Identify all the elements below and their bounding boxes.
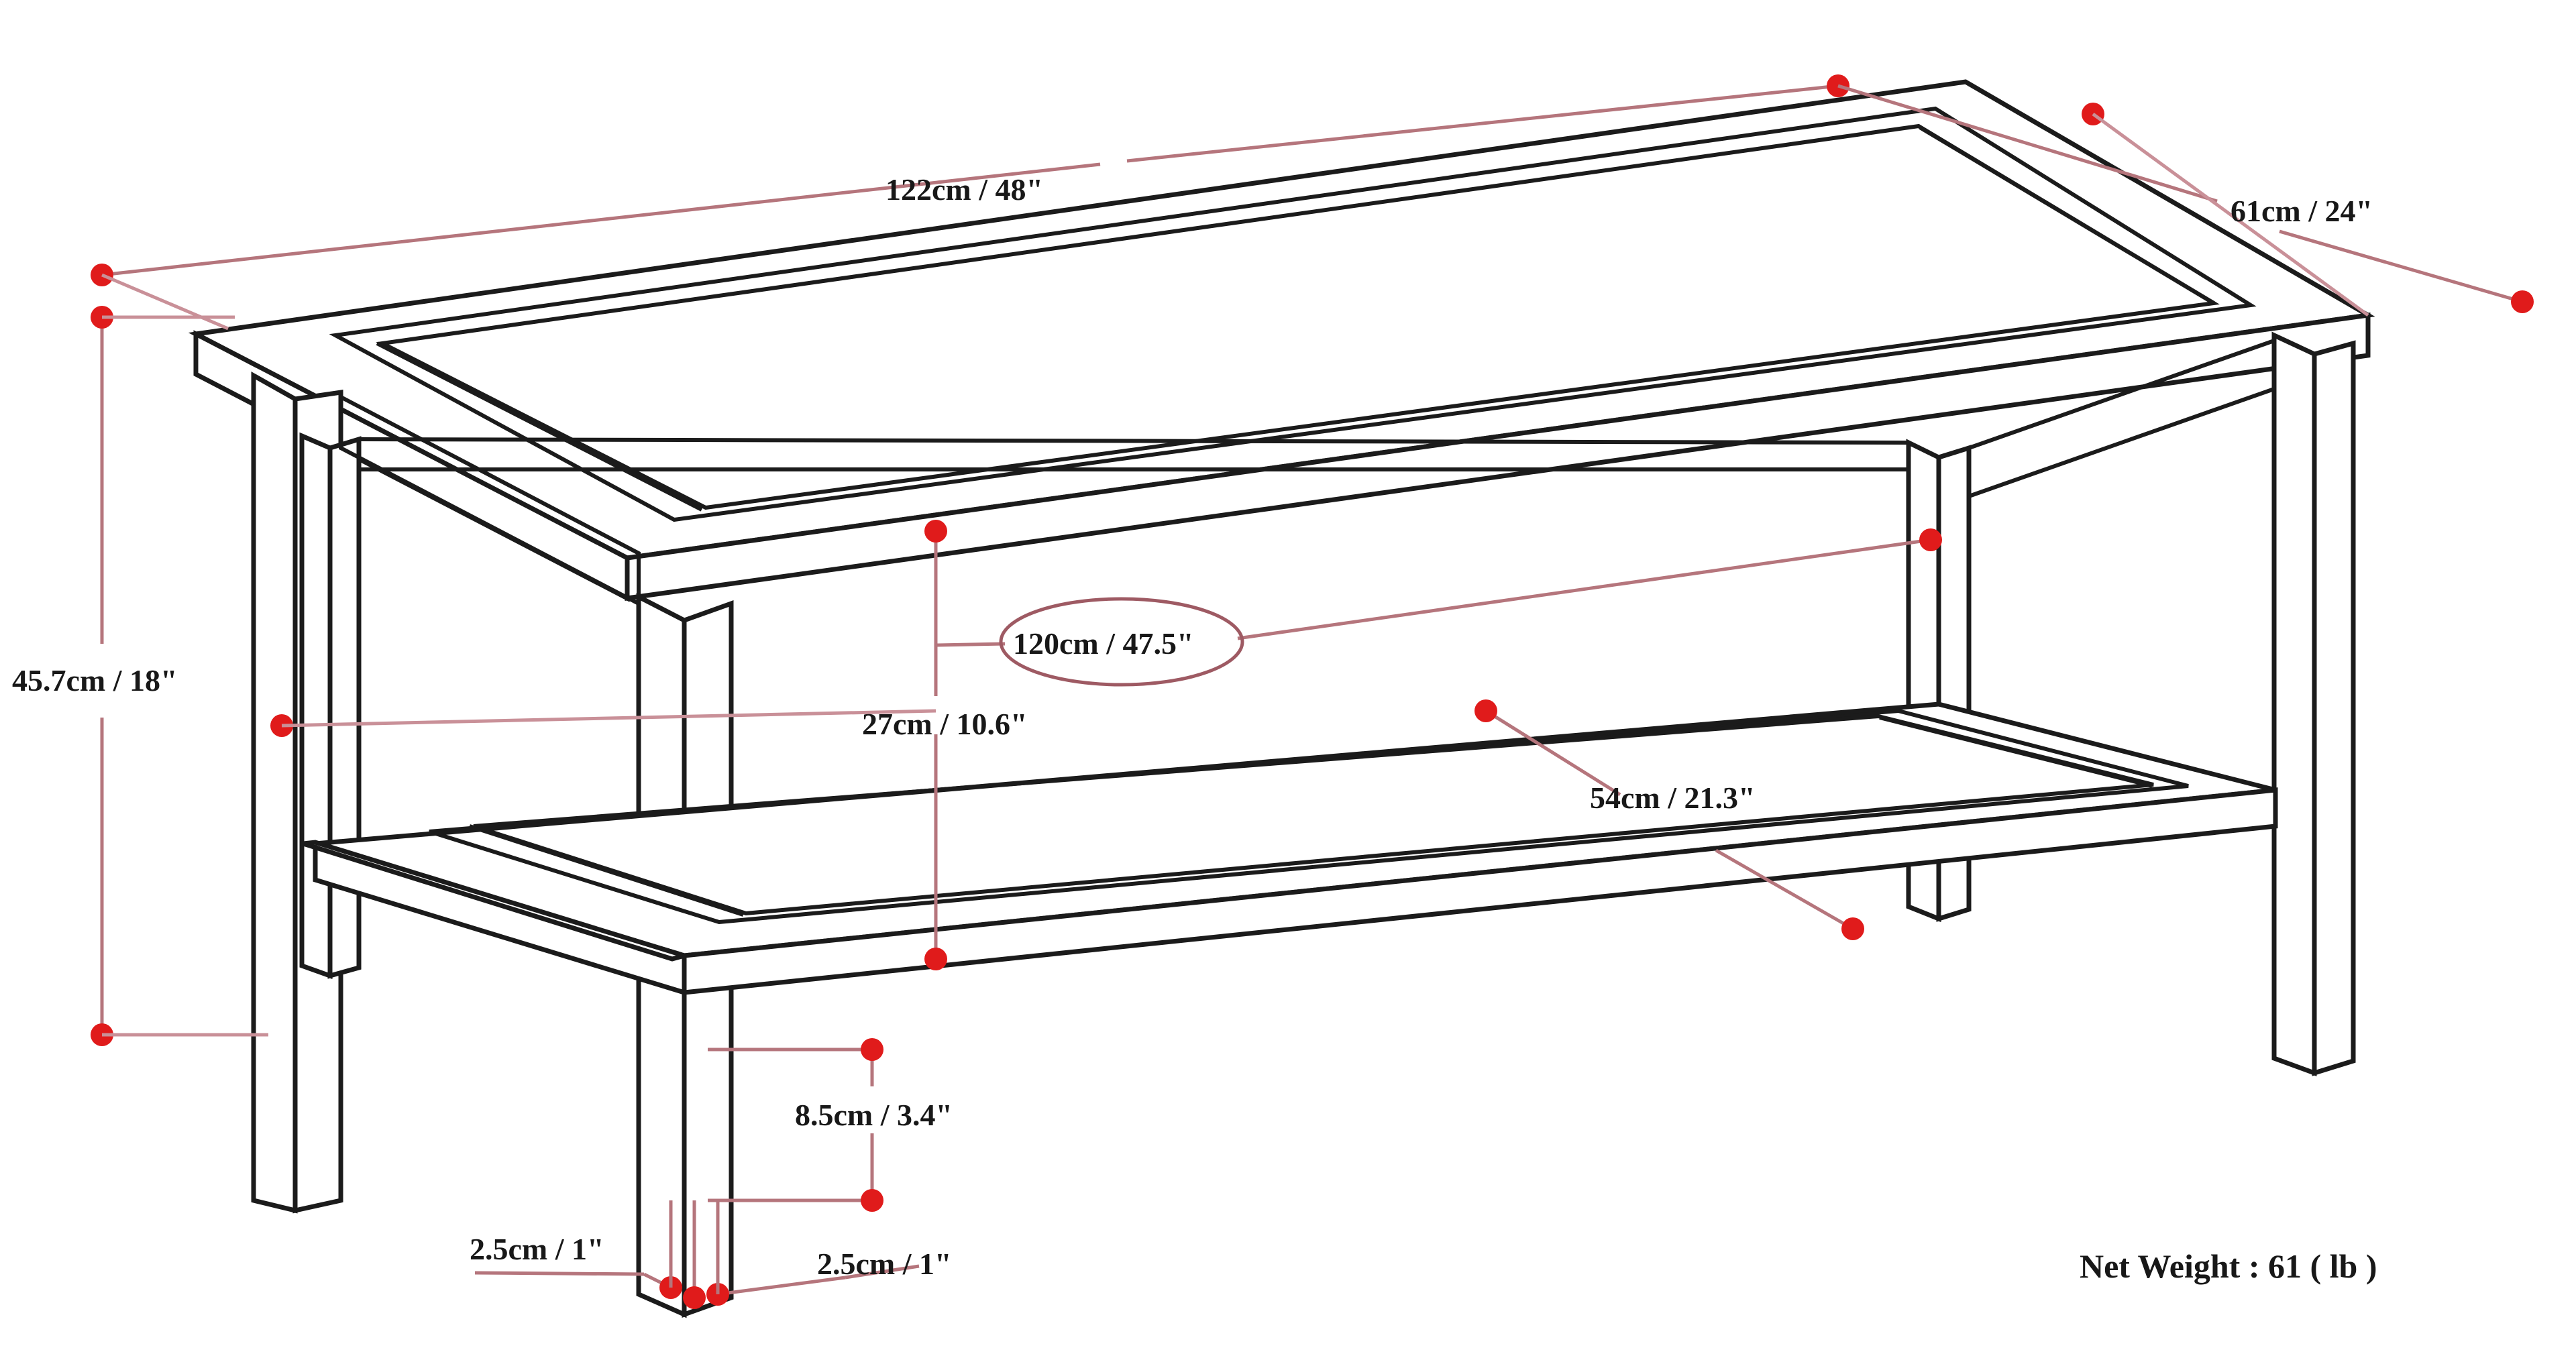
dim-line-shelf-depth-lower [1715, 848, 1854, 931]
dim-leader-top-length-left [101, 273, 229, 331]
dim-label-leg-thickness-left: 2.5cm / 1" [470, 1232, 604, 1266]
dimension-leg-thickness-right: 2.5cm / 1" [706, 1247, 952, 1306]
dim-line-top-length-right [1126, 84, 1839, 163]
inner-edge-back-top [358, 437, 1909, 445]
dim-label-leg-bottom-clearance: 8.5cm / 3.4" [795, 1098, 953, 1132]
table-top-panel-seam-right [1919, 125, 2215, 305]
dim-callout-ellipse-shelf-length [999, 597, 1244, 687]
apron-right-rear [1967, 337, 2276, 500]
dim-label-top-length: 122cm / 48" [885, 172, 1043, 207]
leg-back-right-inner [2312, 340, 2356, 1076]
dim-dot-shelf-length-right [1919, 528, 1942, 551]
dim-label-top-depth: 61cm / 24" [2231, 194, 2373, 228]
dim-label-shelf-depth: 54cm / 21.3" [1590, 781, 1756, 815]
dim-dot-shelf-depth-lower [1841, 917, 1864, 940]
leg-back-right-outer [2271, 331, 2317, 1077]
dim-label-shelf-length: 120cm / 47.5" [1013, 626, 1194, 661]
leg-back-left-outer [299, 432, 333, 979]
dimension-top-depth: 61cm / 24" [1837, 84, 2534, 317]
table-top-front-right-edge [625, 312, 2371, 602]
dimension-overall-height: 45.7cm / 18" [12, 306, 268, 1046]
dim-line-leg-thickness-right-hook [845, 1264, 920, 1280]
dim-dot-bottom-clearance-bottom [861, 1189, 883, 1212]
leg-foot-tick-marks [669, 1200, 720, 1309]
dim-label-leg-thickness-right: 2.5cm / 1" [817, 1247, 952, 1281]
coffee-table-illustration [188, 79, 2375, 1318]
dim-label-shelf-clearance: 27cm / 10.6" [862, 707, 1028, 741]
dimension-leg-thickness-left: 2.5cm / 1" [470, 1232, 682, 1299]
dim-dot-bottom-clearance-top [861, 1038, 883, 1061]
dim-dot-shelf-clearance-top [924, 520, 947, 543]
leg-front-left-outer [251, 372, 298, 1214]
table-top-inner-panel [329, 106, 2257, 522]
dimension-shelf-depth: 54cm / 21.3" [1474, 699, 1864, 940]
dim-dot-shelf-depth-upper [1474, 699, 1497, 722]
lower-shelf-front-right-edge [682, 787, 2278, 995]
dim-line-top-depth-lower [2279, 229, 2523, 304]
lower-shelf-left-end-rail [302, 840, 693, 962]
lower-shelf-seam-left [469, 824, 744, 917]
net-weight-label: Net Weight : 61 ( lb ) [2080, 1247, 2377, 1285]
dimension-shelf-length: 120cm / 47.5" [935, 528, 1942, 687]
dim-label-overall-height: 45.7cm / 18" [12, 663, 178, 697]
dim-line-leg-thickness-right [717, 1276, 846, 1296]
dimension-top-length: 122cm / 48" [91, 74, 1849, 331]
dim-line-shelf-length-right [1237, 538, 1931, 640]
dimension-leg-bottom-clearance: 8.5cm / 3.4" [708, 1038, 953, 1212]
dim-leader-leg-mid-left [281, 709, 936, 728]
dim-leader-top-depth [2092, 112, 2369, 317]
dim-dot-foot-center [683, 1286, 706, 1309]
dim-line-shelf-depth-upper [1485, 709, 1621, 797]
apron-left-side [339, 394, 641, 607]
dim-line-top-depth-upper [1837, 84, 2218, 203]
dim-line-top-length [101, 162, 1101, 277]
dim-dot-top-depth-end [2511, 290, 2534, 313]
dim-line-leg-thickness-left [474, 1271, 645, 1276]
dimension-shelf-clearance: 27cm / 10.6" [862, 520, 1028, 970]
table-top-panel-seam-left [376, 341, 703, 512]
leg-back-left-inner [327, 436, 362, 979]
dim-dot-shelf-clearance-bottom [924, 948, 947, 970]
dimension-height-leg-marker [270, 709, 936, 737]
lower-shelf-back-rail-top [315, 702, 1939, 846]
lower-shelf-seam-right [1879, 716, 2153, 788]
dim-line-shelf-length-left [935, 642, 1006, 647]
